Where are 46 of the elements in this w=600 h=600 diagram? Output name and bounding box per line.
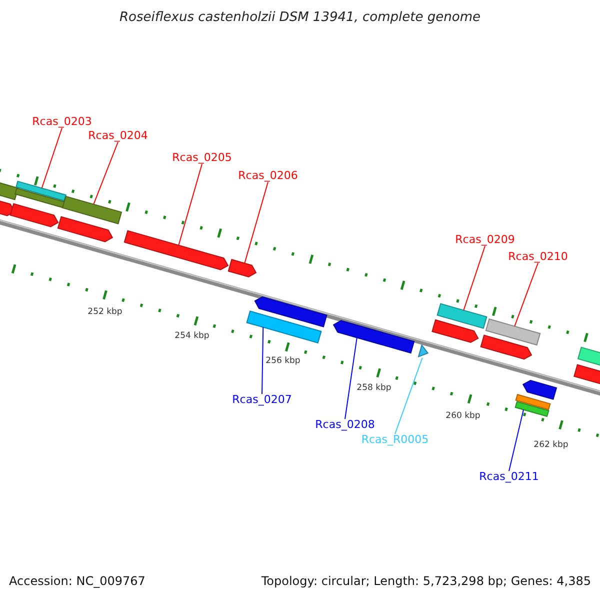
- gene-feature: [254, 296, 328, 328]
- gene-feature: [522, 380, 558, 400]
- gene-label: Rcas_0210: [508, 251, 568, 263]
- scale-label: 256 kbp: [266, 356, 300, 366]
- gene-feature: [228, 258, 257, 278]
- gene-feature: [0, 180, 19, 200]
- gene-feature: [432, 319, 479, 343]
- gene-feature: [514, 400, 550, 418]
- gene-feature: [15, 180, 67, 202]
- gene-label: Rcas_0206: [238, 170, 298, 182]
- leader-line: [178, 164, 202, 246]
- scale-label: 262 kbp: [534, 440, 568, 450]
- gene-label: Rcas_R0005: [361, 434, 429, 446]
- gene-label: Rcas_0203: [32, 116, 92, 128]
- leader-line: [41, 128, 62, 189]
- gene-feature: [515, 394, 551, 410]
- gene-feature: [57, 216, 114, 242]
- gene-feature: [436, 303, 488, 329]
- scale-label: 260 kbp: [446, 411, 480, 421]
- leader-line: [508, 409, 524, 472]
- leader-line: [514, 262, 538, 327]
- leader-line: [262, 326, 264, 394]
- gene-feature: [62, 196, 122, 224]
- rna-marker: [418, 344, 429, 358]
- scale-label: 258 kbp: [356, 383, 392, 393]
- scale-label: 252 kbp: [88, 307, 122, 317]
- genome-info: Accession: NC_009767: [9, 574, 146, 588]
- gene-feature: [124, 230, 229, 270]
- leader-line: [344, 337, 358, 420]
- gene-label: Rcas_0209: [455, 234, 515, 246]
- scale-label: 254 kbp: [174, 331, 210, 341]
- gene-feature: [485, 318, 541, 346]
- leader-line: [394, 357, 423, 434]
- gene-label: Rcas_0207: [232, 394, 292, 406]
- leader-line: [244, 182, 268, 264]
- gene-label: Rcas_0205: [172, 152, 232, 164]
- gene-label: Rcas_0204: [88, 130, 148, 142]
- gene-feature: [246, 310, 322, 344]
- gene-label: Rcas_0211: [479, 471, 539, 483]
- genome-info: Topology: circular; Length: 5,723,298 bp; Genes: 4,385: [261, 574, 591, 588]
- gene-feature: [480, 334, 532, 360]
- gene-feature: [332, 320, 415, 354]
- gene-label: Rcas_0208: [315, 419, 375, 431]
- gene-feature: [573, 364, 600, 386]
- leader-line: [93, 142, 118, 205]
- genome-title: Roseiflexus castenholzii DSM 13941, complete genome: [120, 10, 480, 25]
